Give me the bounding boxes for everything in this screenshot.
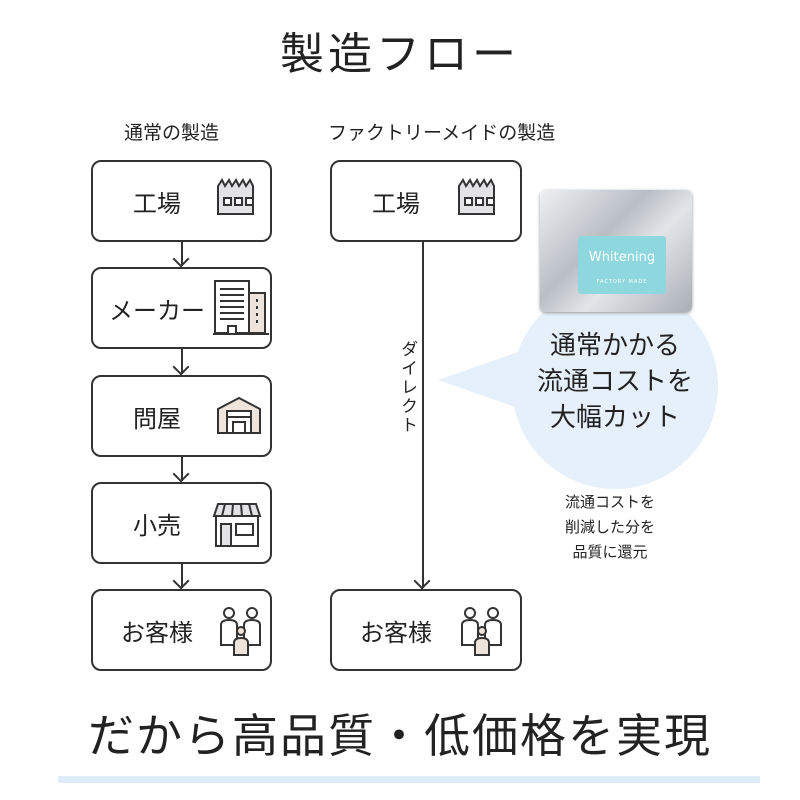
tagline-underline	[58, 776, 760, 783]
warehouse-icon	[215, 395, 263, 435]
store-icon	[211, 500, 263, 548]
step-label: 小売	[133, 511, 181, 540]
direct-label: ダイレクト	[397, 340, 417, 435]
step-label: 工場	[133, 189, 181, 218]
flow-arrow	[181, 349, 183, 374]
step-factory: 工場	[91, 160, 272, 242]
flow-arrow	[181, 564, 183, 588]
note-line: 品質に還元	[572, 543, 648, 561]
step-label: メーカー	[109, 296, 205, 325]
step-label: お客様	[360, 618, 432, 647]
office-building-icon	[213, 279, 269, 337]
note-text: 流通コストを 削減した分を 品質に還元	[540, 490, 680, 565]
direct-arrow	[422, 242, 424, 588]
bubble-line: 通常かかる	[549, 331, 680, 361]
step-wholesaler: 問屋	[91, 375, 272, 457]
step-retail: 小売	[91, 482, 272, 564]
step-customer: お客様	[91, 589, 272, 671]
left-column-heading: 通常の製造	[124, 122, 220, 144]
product-label: Whitening FACTORY MADE	[578, 236, 666, 294]
direct-step-customer: お客様	[330, 589, 522, 671]
page-title: 製造フロー	[280, 29, 520, 80]
step-label: お客様	[121, 618, 193, 647]
product-name: Whitening	[588, 250, 656, 265]
step-label: 工場	[372, 189, 420, 218]
right-column-heading: ファクトリーメイドの製造	[328, 122, 556, 144]
factory-icon	[215, 176, 263, 216]
flow-arrow	[181, 457, 183, 481]
family-icon	[217, 605, 265, 657]
step-maker: メーカー	[91, 267, 272, 349]
bubble-line: 大幅カット	[549, 403, 680, 433]
bubble-pointer	[438, 352, 518, 408]
note-line: 流通コストを	[564, 493, 655, 511]
bubble-line: 流通コストを	[536, 367, 693, 397]
factory-icon	[456, 176, 504, 216]
note-line: 削減した分を	[564, 518, 655, 536]
direct-step-factory: 工場	[330, 160, 522, 242]
family-icon	[458, 605, 506, 657]
speech-bubble	[512, 283, 718, 489]
flow-arrow	[181, 242, 183, 266]
tagline: だから高品質・低価格を実現	[88, 709, 712, 763]
step-label: 問屋	[133, 404, 181, 433]
bubble-text: 通常かかる 流通コストを 大幅カット	[512, 328, 718, 436]
product-sub: FACTORY MADE	[596, 279, 648, 285]
